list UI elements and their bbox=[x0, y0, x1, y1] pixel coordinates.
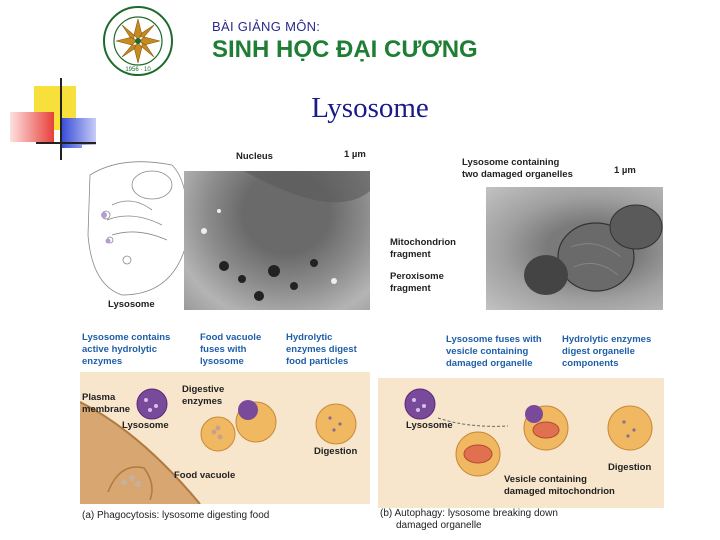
phagocytosis-illustration bbox=[80, 372, 370, 504]
b-vesicle-2: damaged mitochondrion bbox=[504, 486, 615, 497]
lecture-subtitle: BÀI GIẢNG MÔN: bbox=[212, 19, 321, 34]
diagram-phagocytosis: Lysosome contains active hydrolytic enzy… bbox=[80, 328, 370, 530]
label-perox-fragment-2: fragment bbox=[390, 283, 431, 294]
a-plasma-2: membrane bbox=[82, 404, 131, 415]
slide-title: Lysosome bbox=[311, 92, 429, 124]
em-texture-right bbox=[524, 204, 663, 295]
a-step3-2: enzymes digest bbox=[286, 344, 357, 355]
deco-horizontal-line bbox=[36, 142, 96, 144]
a-step1-1: Lysosome contains bbox=[82, 332, 171, 343]
a-step2-1: Food vacuole bbox=[200, 332, 262, 343]
a-caption: (a) Phagocytosis: lysosome digesting foo… bbox=[82, 510, 270, 521]
b-lysosome: Lysosome bbox=[406, 420, 453, 431]
a-plasma-1: Plasma bbox=[82, 392, 116, 403]
a-food-vacuole: Food vacuole bbox=[174, 470, 236, 481]
a-step2-3: lysosome bbox=[200, 356, 244, 367]
label-lysosome-containing-2: two damaged organelles bbox=[462, 169, 573, 180]
a-step1-3: enzymes bbox=[82, 356, 123, 367]
course-title: SINH HỌC ĐẠI CƯƠNG bbox=[212, 36, 478, 63]
b-caption-1: (b) Autophagy: lysosome breaking down bbox=[380, 508, 558, 519]
a-step3-3: food particles bbox=[286, 356, 349, 367]
deco-vertical-line bbox=[60, 78, 62, 160]
university-seal-icon: 1956 · 10 bbox=[102, 5, 174, 77]
a-step2-2: fuses with bbox=[200, 344, 247, 355]
label-lysosome-left: Lysosome bbox=[108, 299, 155, 310]
b-step1-3: damaged organelle bbox=[446, 358, 533, 369]
autophagy-illustration bbox=[378, 378, 664, 508]
a-digestion: Digestion bbox=[314, 446, 358, 457]
logo-years: 1956 · 10 bbox=[125, 67, 151, 73]
b-step2-1: Hydrolytic enzymes bbox=[562, 334, 652, 345]
a-digestive-1: Digestive bbox=[182, 384, 225, 395]
a-digestive-2: enzymes bbox=[182, 396, 223, 407]
label-perox-fragment-1: Peroxisome bbox=[390, 271, 444, 282]
b-caption-2: damaged organelle bbox=[396, 520, 482, 531]
a-lysosome: Lysosome bbox=[122, 420, 169, 431]
deco-red-square bbox=[10, 112, 54, 142]
a-step3-1: Hydrolytic bbox=[286, 332, 333, 343]
label-nucleus: Nucleus bbox=[236, 151, 273, 162]
b-step2-2: digest organelle bbox=[562, 346, 635, 357]
label-mito-fragment-2: fragment bbox=[390, 249, 431, 260]
b-vesicle-1: Vesicle containing bbox=[504, 474, 587, 485]
b-step1-2: vesicle containing bbox=[446, 346, 529, 357]
micrograph-right: Lysosome containing two damaged organell… bbox=[388, 145, 663, 310]
b-step2-3: components bbox=[562, 358, 619, 369]
label-scale-left: 1 µm bbox=[344, 149, 366, 160]
b-step1-1: Lysosome fuses with bbox=[446, 334, 542, 345]
diagram-autophagy: Lysosome fuses with vesicle containing d… bbox=[378, 328, 664, 534]
micrograph-left: Nucleus 1 µm Lysosome bbox=[82, 145, 370, 310]
em-texture-left bbox=[201, 171, 370, 301]
cell-sketch bbox=[87, 161, 188, 296]
a-step1-2: active hydrolytic bbox=[82, 344, 157, 355]
label-lysosome-containing-1: Lysosome containing bbox=[462, 157, 560, 168]
label-scale-right: 1 µm bbox=[614, 165, 636, 176]
b-digestion: Digestion bbox=[608, 462, 652, 473]
label-mito-fragment-1: Mitochondrion bbox=[390, 237, 456, 248]
